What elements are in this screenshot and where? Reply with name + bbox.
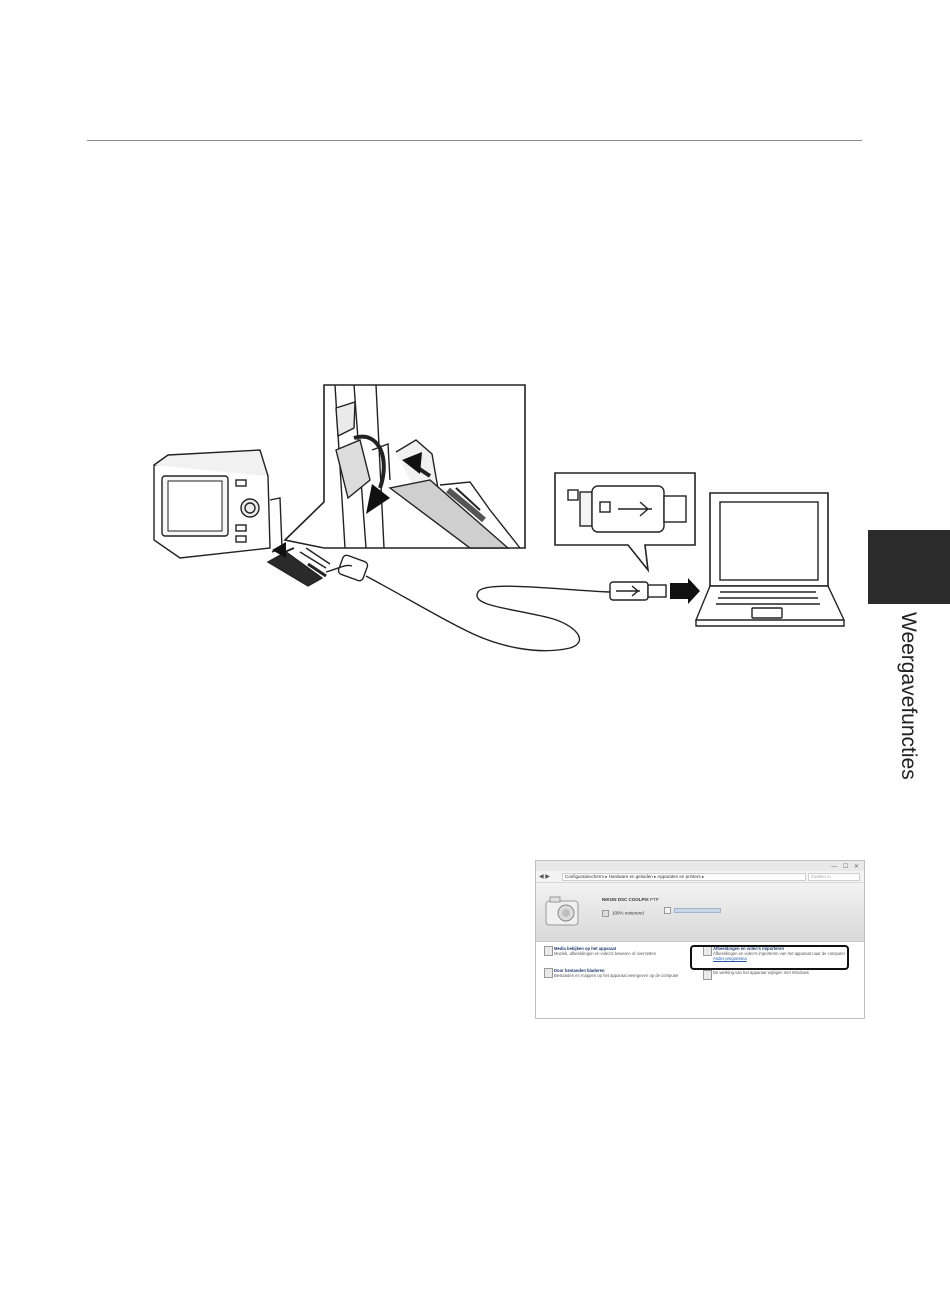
usb-closeup bbox=[554, 472, 696, 573]
window-titlebar: — ☐ ✕ bbox=[536, 861, 864, 871]
chapter-title-text: Weergavefuncties bbox=[897, 612, 920, 780]
task-title: Media bekijken op het apparaat bbox=[554, 946, 617, 951]
battery-status-text: 100% resterend bbox=[612, 910, 644, 916]
search-input[interactable]: Zoeken in bbox=[808, 873, 860, 881]
settings-icon bbox=[703, 970, 712, 980]
storage-icon bbox=[664, 907, 671, 914]
breadcrumb[interactable]: Configuratiescherm ▸ Hardware en geluide… bbox=[562, 873, 806, 881]
battery-status: 100% resterend bbox=[602, 910, 644, 917]
battery-icon bbox=[602, 910, 609, 917]
highlight-frame bbox=[690, 945, 849, 970]
camera-body bbox=[153, 449, 283, 559]
task-browse-files[interactable]: Door bestanden bladeren Bestanden en map… bbox=[544, 968, 679, 978]
camera-plug bbox=[266, 542, 331, 587]
task-title: Afbeeldingen en video's importeren bbox=[713, 946, 785, 951]
port-closeup bbox=[283, 384, 526, 549]
media-icon bbox=[544, 946, 553, 956]
task-title: Door bestanden bladeren bbox=[554, 968, 605, 973]
chapter-title: Weergavefuncties bbox=[886, 612, 926, 780]
storage-bar bbox=[674, 908, 721, 913]
header-rule bbox=[87, 140, 862, 141]
laptop bbox=[694, 492, 846, 627]
task-desc: Bestanden en mappen op het apparaat weer… bbox=[554, 973, 679, 978]
task-desc: De werking van het apparaat wijzigen met… bbox=[713, 970, 809, 975]
task-browse-media[interactable]: Media bekijken op het apparaat Muziek, a… bbox=[544, 946, 657, 956]
storage-status bbox=[664, 907, 721, 914]
task-list: Media bekijken op het apparaat Muziek, a… bbox=[536, 942, 864, 1017]
device-name: NIKON DSC COOLPIX bbox=[602, 897, 649, 902]
device-stage-window: — ☐ ✕ ◀ ▶ Configuratiescherm ▸ Hardware … bbox=[535, 860, 865, 1019]
folder-icon bbox=[544, 968, 553, 978]
task-desc: Muziek, afbeeldingen en video's bewaren … bbox=[554, 951, 657, 956]
device-header: NIKON DSC COOLPIX PTP 100% resterend bbox=[536, 883, 864, 942]
chapter-tab bbox=[868, 530, 950, 604]
device-type: PTP bbox=[650, 897, 659, 902]
camera-icon bbox=[545, 896, 579, 926]
usb-connection-illustration bbox=[153, 384, 846, 652]
back-forward-icon[interactable]: ◀ ▶ bbox=[539, 874, 550, 880]
address-bar: ◀ ▶ Configuratiescherm ▸ Hardware en gel… bbox=[536, 871, 864, 883]
window-controls[interactable]: — ☐ ✕ bbox=[831, 864, 861, 870]
task-desc: Afbeeldingen en video's importeren van h… bbox=[713, 951, 846, 956]
usb-plug bbox=[609, 581, 667, 601]
task-link[interactable]: Ander programma bbox=[713, 956, 747, 961]
task-settings[interactable]: De werking van het apparaat wijzigen met… bbox=[703, 970, 809, 980]
